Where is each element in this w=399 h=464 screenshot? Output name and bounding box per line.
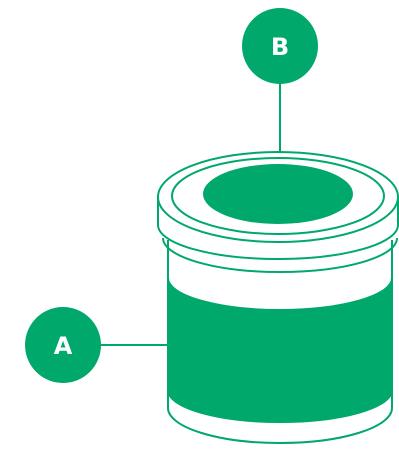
callout-a-label: A	[54, 332, 73, 360]
callout-b-label: B	[271, 33, 289, 61]
canister-neck	[167, 240, 393, 311]
canister	[157, 151, 399, 444]
canister-neck-ridge	[162, 237, 398, 273]
callout-b-circle	[242, 8, 318, 84]
canister-opening	[203, 164, 353, 224]
callout-a: A	[25, 307, 101, 383]
callout-b: B	[242, 8, 318, 84]
callout-a-circle	[25, 307, 101, 383]
